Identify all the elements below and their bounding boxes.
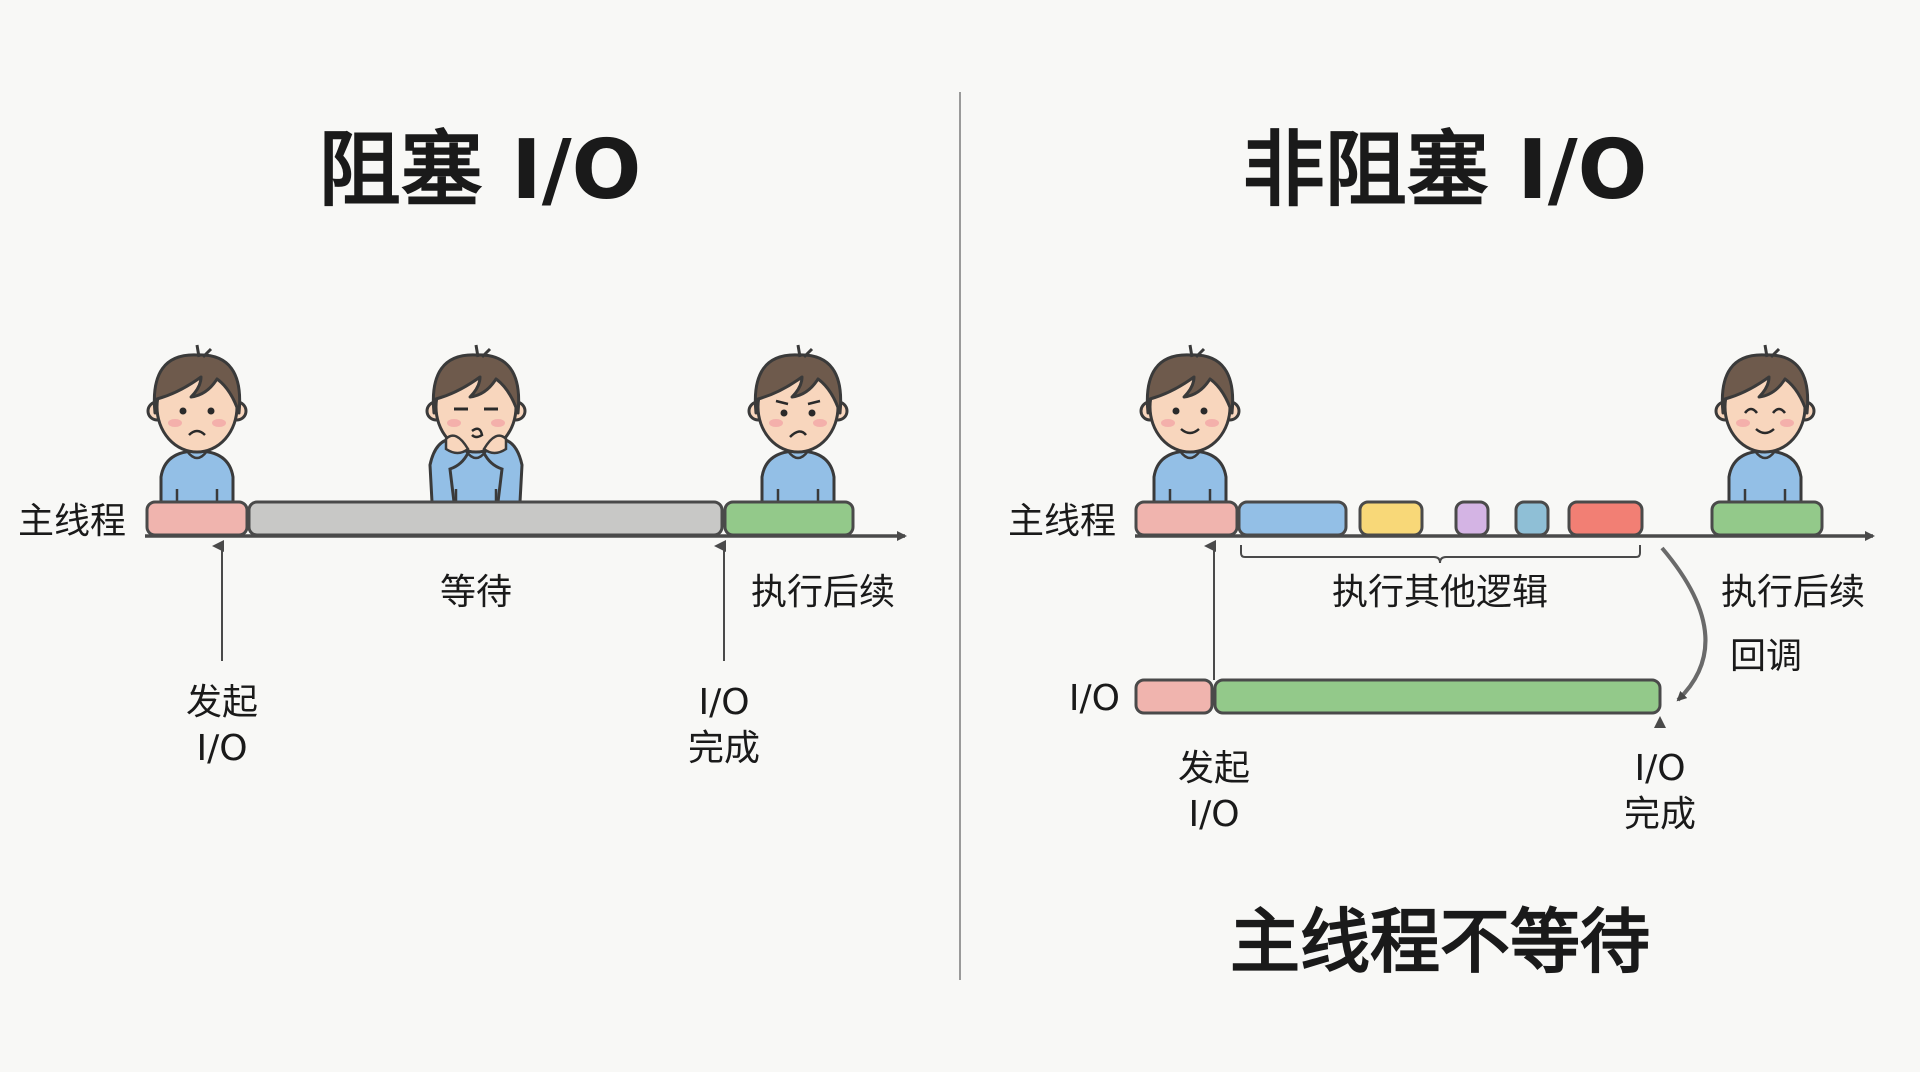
continue-segment [1710, 500, 1824, 537]
kid-bored [425, 343, 527, 504]
continue-label: 执行后续 [1721, 572, 1865, 613]
complete-label-2: 完成 [688, 728, 760, 769]
kid-happy [1714, 343, 1816, 504]
kid-frown [747, 343, 849, 504]
task-segment-purple [1454, 500, 1490, 537]
issue-label-2: I/O [1188, 794, 1239, 835]
main-thread-label: 主线程 [18, 501, 126, 542]
task-segment-red [1567, 500, 1644, 537]
blocking-title: 阻塞 I/O [319, 123, 642, 218]
nonblocking-panel: 非阻塞 I/O 主线程 执行其他逻辑 执行后续 回调 I/O 发起 [1008, 123, 1875, 983]
continue-segment [723, 500, 855, 537]
footer-caption: 主线程不等待 [1230, 901, 1650, 983]
main-thread-label: 主线程 [1008, 501, 1116, 542]
wait-label: 等待 [440, 572, 512, 613]
nonblocking-title: 非阻塞 I/O [1243, 123, 1648, 218]
continue-label: 执行后续 [751, 572, 895, 613]
io-running-segment [1213, 678, 1662, 715]
complete-marker-icon [1654, 716, 1666, 728]
complete-label-1: I/O [1634, 748, 1685, 789]
issue-label-1: 发起 [186, 682, 258, 723]
issue-io-segment [1134, 500, 1239, 537]
kid-smile [1139, 343, 1241, 504]
complete-label-2: 完成 [1624, 794, 1696, 835]
task-segment-teal [1514, 500, 1550, 537]
callback-arrow [1660, 546, 1708, 702]
task-segment-yellow [1358, 500, 1424, 537]
other-logic-label: 执行其他逻辑 [1332, 572, 1548, 613]
wait-segment [247, 500, 724, 537]
issue-io-segment [145, 500, 249, 537]
io-issue-segment [1134, 678, 1214, 715]
blocking-panel: 阻塞 I/O 主线程 等待 执行后续 发起 I/O [18, 123, 907, 769]
io-thread-label: I/O [1069, 678, 1120, 719]
kid-worried [146, 343, 248, 504]
task-segment-blue [1237, 500, 1348, 537]
callback-label: 回调 [1730, 636, 1802, 677]
issue-label-1: 发起 [1178, 748, 1250, 789]
issue-label-2: I/O [196, 728, 247, 769]
complete-label-1: I/O [698, 682, 749, 723]
other-logic-brace [1240, 545, 1641, 564]
